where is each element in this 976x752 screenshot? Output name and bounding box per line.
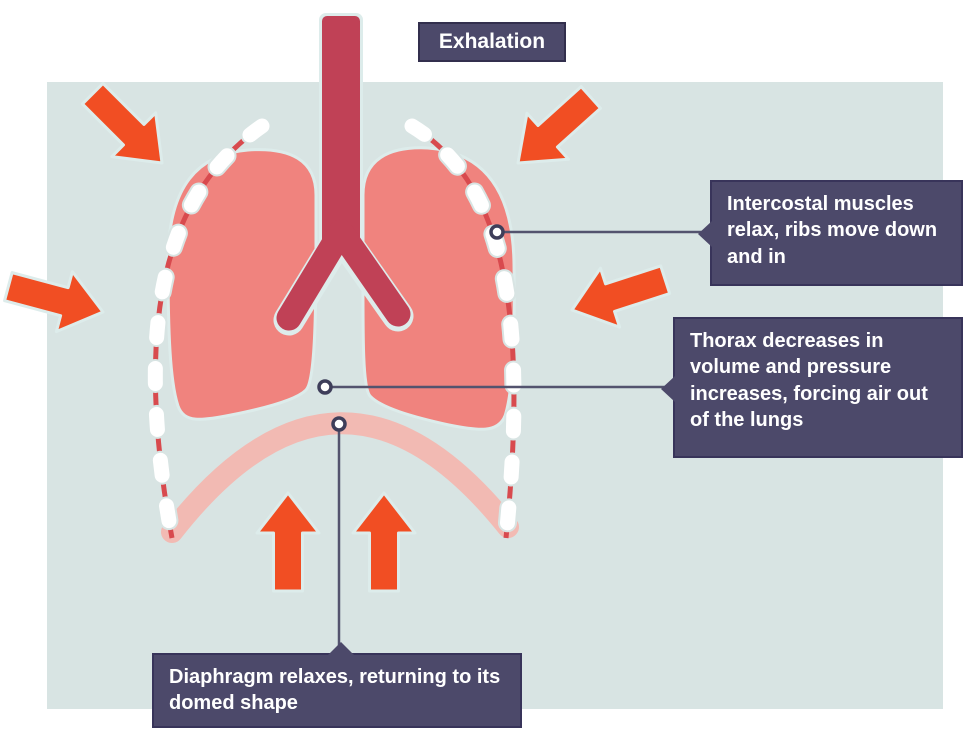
callout-notch xyxy=(698,221,712,247)
arrow-bottom-left-icon xyxy=(255,491,321,593)
diagram-title-label: Exhalation xyxy=(438,30,546,53)
arrow-top-left-icon xyxy=(80,81,164,165)
arrow-top-right-icon xyxy=(516,85,603,165)
callout-diaphragm: Diaphragm relaxes, returning to its dome… xyxy=(152,642,522,728)
callout-thorax-text: Thorax decreases in volume and pressure … xyxy=(690,330,928,432)
bronchi xyxy=(276,219,411,331)
arrow-mid-left-icon xyxy=(3,270,105,334)
ribcage-right xyxy=(402,116,524,548)
callout-notch xyxy=(328,642,354,655)
callout-intercostal-text: Intercostal muscles relax, ribs move dow… xyxy=(727,193,938,268)
left-lung xyxy=(166,148,318,421)
callout-thorax: Thorax decreases in volume and pressure … xyxy=(661,317,963,458)
airflow-arrows xyxy=(3,81,672,593)
marker-thorax xyxy=(317,379,333,395)
right-lung xyxy=(361,146,516,431)
callout-diaphragm-text: Diaphragm relaxes, returning to its dome… xyxy=(169,666,501,715)
ribs-right xyxy=(404,118,522,546)
marker-diaphragm xyxy=(331,416,347,432)
marker-ribs xyxy=(489,224,505,240)
airway xyxy=(273,13,414,336)
callout-notch xyxy=(661,376,675,402)
trachea xyxy=(322,16,360,252)
ribs-left xyxy=(147,118,270,546)
ribcage-left xyxy=(145,116,272,548)
callout-connectors xyxy=(325,230,712,656)
diagram-title: Exhalation xyxy=(418,22,566,62)
arrow-bottom-right-icon xyxy=(351,491,417,593)
arrow-mid-right-icon xyxy=(570,264,672,329)
connector-markers xyxy=(317,224,505,432)
callout-intercostal-muscles: Intercostal muscles relax, ribs move dow… xyxy=(698,180,963,286)
